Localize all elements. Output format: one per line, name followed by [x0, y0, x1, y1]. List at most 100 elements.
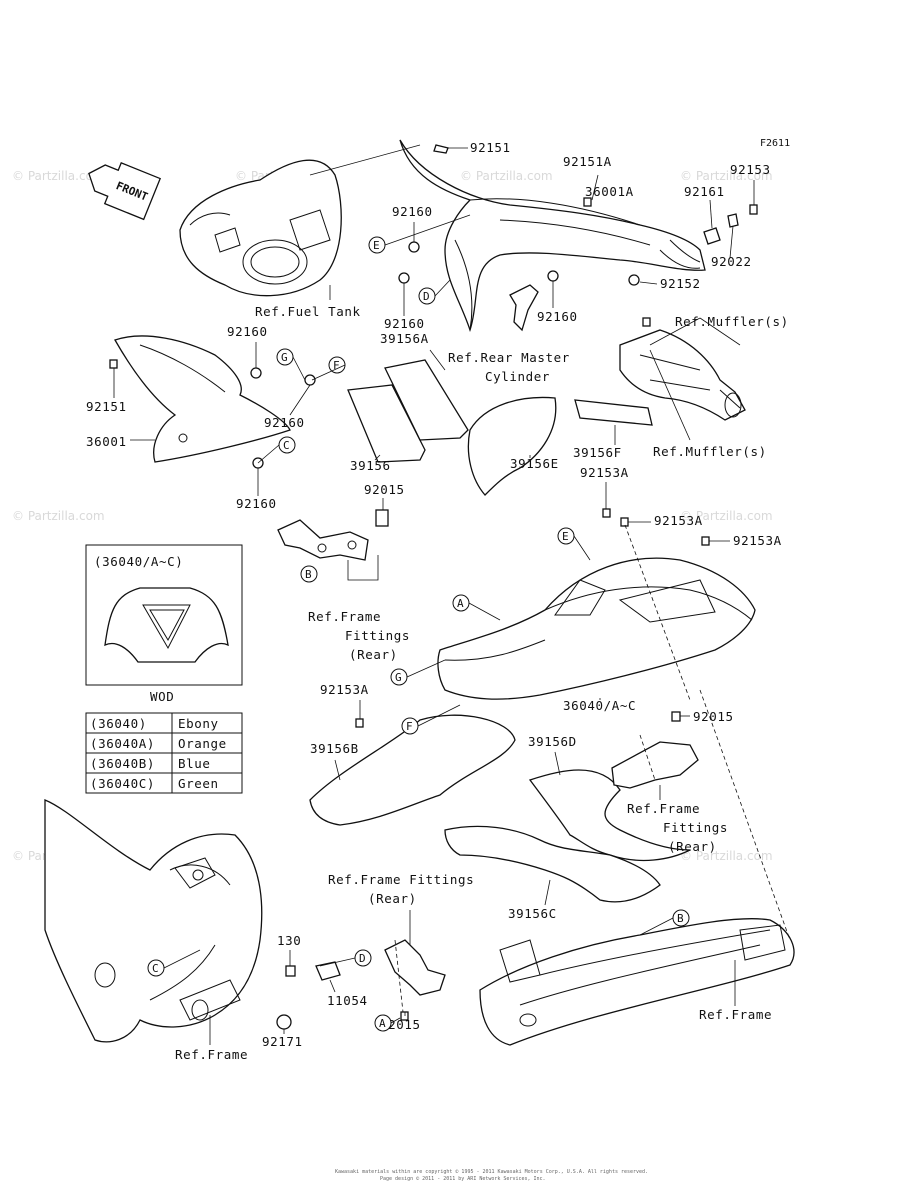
ref-frame-fit-b2: Fittings: [663, 820, 728, 835]
ref-rear-master-1: Ref.Rear Master: [448, 350, 570, 365]
callout-circles[interactable]: E D G F C E B A G F C D A B: [147, 236, 690, 1032]
color-name: Green: [178, 776, 219, 791]
part-92160-c: 92160: [537, 309, 578, 324]
ref-frame-fit-b3: (Rear): [668, 839, 717, 854]
pad-39156F: [574, 399, 653, 426]
svg-text:A: A: [457, 597, 464, 610]
seat-cowl-upper: [399, 139, 706, 333]
part-92160-a: 92160: [392, 204, 433, 219]
part-36001: 36001: [86, 434, 127, 449]
frame-left-drawing: [44, 799, 263, 1043]
ref-fuel-tank: Ref.Fuel Tank: [255, 304, 361, 319]
leader-lines: [113, 144, 755, 1045]
part-92153A-a: 92153A: [580, 465, 629, 480]
dashed-lines: [394, 524, 791, 1013]
color-code: (36040B): [90, 756, 155, 771]
svg-text:B: B: [677, 912, 684, 925]
inset-tail-cowl: [104, 587, 229, 663]
part-39156E: 39156E: [510, 456, 559, 471]
color-name: Blue: [178, 756, 211, 771]
part-39156D: 39156D: [528, 734, 577, 749]
watermark: © Partzilla.com: [12, 509, 105, 523]
part-130: 130: [277, 933, 301, 948]
part-92151A: 92151A: [563, 154, 612, 169]
rear-master-cylinder-bracket: [509, 284, 539, 332]
ref-frame-fit-a2: Fittings: [345, 628, 410, 643]
bracket-b: [277, 519, 369, 561]
part-92161: 92161: [684, 184, 725, 199]
part-92152: 92152: [660, 276, 701, 291]
svg-text:C: C: [283, 439, 290, 452]
part-92160-d: 92160: [227, 324, 268, 339]
pad-39156A: [384, 359, 469, 441]
color-code: (36040A): [90, 736, 155, 751]
footer-copyright: Kawasaki materials within are copyright …: [335, 1169, 648, 1175]
part-11054: 11054: [327, 993, 368, 1008]
watermark: © Partzilla.com: [680, 169, 773, 183]
part-39156B: 39156B: [310, 741, 359, 756]
part-92153A-b: 92153A: [654, 513, 703, 528]
svg-text:E: E: [373, 239, 380, 252]
part-92171: 92171: [262, 1034, 303, 1049]
svg-text:G: G: [281, 351, 288, 364]
tail-cowl-36040: [437, 557, 756, 700]
ref-rear-master-2: Cylinder: [485, 369, 550, 384]
ref-frame-fit-b1: Ref.Frame: [627, 801, 700, 816]
color-name: Orange: [178, 736, 227, 751]
part-92160-b: 92160: [384, 316, 425, 331]
front-arrow-icon: FRONT: [88, 162, 162, 221]
side-cover-36001: [114, 335, 291, 463]
ref-frame-right: Ref.Frame: [699, 1007, 772, 1022]
watermark: © Partzilla.com: [680, 849, 773, 863]
ref-frame-fit-a3: (Rear): [349, 647, 398, 662]
ref-muffler-b: Ref.Muffler(s): [653, 444, 767, 459]
svg-text:F: F: [333, 359, 340, 372]
ref-frame-left: Ref.Frame: [175, 1047, 248, 1062]
clamp-11054: [315, 961, 341, 981]
part-39156C: 39156C: [508, 906, 557, 921]
part-92022: 92022: [711, 254, 752, 269]
svg-text:A: A: [379, 1017, 386, 1030]
ref-frame-fit-c1: Ref.Frame Fittings: [328, 872, 474, 887]
part-92160-e: 92160: [264, 415, 305, 430]
part-92160-f: 92160: [236, 496, 277, 511]
pad-39156C: [444, 825, 661, 903]
part-39156A: 39156A: [380, 331, 429, 346]
part-36001A: 36001A: [585, 184, 634, 199]
svg-text:D: D: [359, 952, 366, 965]
color-name: Ebony: [178, 716, 219, 731]
svg-text:D: D: [423, 290, 430, 303]
svg-text:C: C: [152, 962, 159, 975]
bracket-right: [611, 741, 699, 789]
ref-frame-fit-c2: (Rear): [368, 891, 417, 906]
callout-lines: [163, 214, 674, 1024]
bracket-center: [384, 939, 446, 996]
footer-page-design: Page design © 2011 - 2011 by ARI Network…: [380, 1176, 546, 1182]
color-code: (36040C): [90, 776, 155, 791]
color-code: (36040): [90, 716, 147, 731]
svg-text:E: E: [562, 530, 569, 543]
bolt-130: [285, 965, 296, 977]
part-39156: 39156: [350, 458, 391, 473]
color-table: (36040) Ebony (36040A) Orange (36040B) B…: [85, 712, 243, 794]
inset-caption: WOD: [150, 689, 174, 704]
nut-92171: [276, 1014, 292, 1030]
grommet-92015: [375, 509, 389, 527]
hardware-icons: [109, 144, 758, 1021]
watermark: © Partzilla.com: [12, 169, 105, 183]
part-92015-b: 92015: [693, 709, 734, 724]
svg-text:B: B: [305, 568, 312, 581]
watermark: © Partzilla.com: [680, 509, 773, 523]
part-92015-a: 92015: [364, 482, 405, 497]
ref-muffler-a: Ref.Muffler(s): [675, 314, 789, 329]
part-92151-top: 92151: [470, 140, 511, 155]
part-36040: 36040/A~C: [563, 698, 636, 713]
pad-39156E: [467, 396, 557, 496]
pad-39156: [347, 384, 426, 463]
part-92153A-d: 92153A: [320, 682, 369, 697]
watermark: © Partzilla.com: [460, 169, 553, 183]
fuel-tank-drawing: [179, 159, 342, 297]
inset-title: (36040/A~C): [94, 554, 183, 569]
